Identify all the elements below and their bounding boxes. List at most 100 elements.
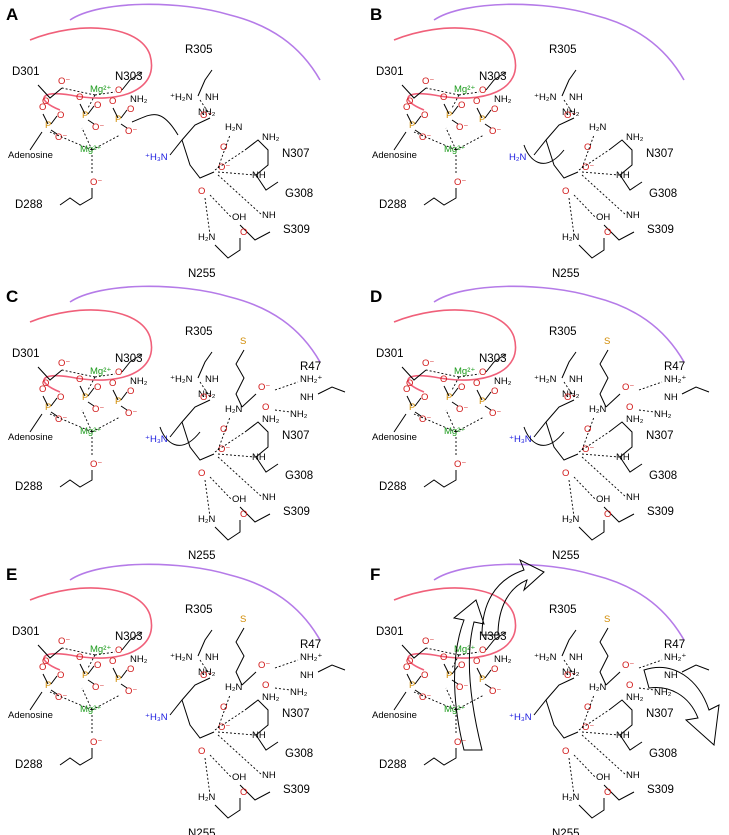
atom-o: O⁻ bbox=[218, 444, 230, 455]
atom-nh: NH bbox=[252, 730, 266, 741]
h-bond bbox=[581, 416, 595, 451]
residue-label-d301: D301 bbox=[12, 626, 40, 638]
mg-ion-upper: Mg²⁺ bbox=[454, 644, 475, 655]
bond bbox=[50, 115, 58, 125]
atom-o: O bbox=[220, 702, 227, 713]
atom-h2n: H₂N bbox=[562, 792, 580, 803]
atom-o: O bbox=[220, 424, 227, 435]
bond bbox=[87, 679, 95, 685]
atom-p: P bbox=[479, 396, 485, 407]
atom-nh: NH bbox=[569, 374, 583, 385]
atom-o: O bbox=[491, 386, 498, 397]
h-bond bbox=[638, 409, 655, 413]
atom-o: O⁻ bbox=[489, 408, 501, 419]
atom-o: O bbox=[115, 85, 122, 96]
atom-h2n: H₂N bbox=[225, 404, 243, 415]
coordination-bond bbox=[455, 694, 485, 711]
atom-nh: NH bbox=[616, 730, 630, 741]
panel-label: E bbox=[6, 565, 17, 584]
bond bbox=[485, 353, 507, 373]
atom-nh2: NH₂⁺ bbox=[664, 374, 686, 385]
bond bbox=[406, 113, 413, 125]
bond bbox=[244, 421, 279, 473]
bond bbox=[393, 131, 407, 151]
mg-ion-upper: Mg²⁺ bbox=[454, 84, 475, 95]
panel-label: D bbox=[370, 287, 382, 306]
coordination-bond bbox=[91, 694, 121, 711]
bond bbox=[401, 84, 427, 99]
atom-o: O⁻ bbox=[582, 722, 594, 733]
coordination-bond bbox=[425, 87, 460, 96]
bond bbox=[120, 683, 128, 689]
panel-label: C bbox=[6, 287, 18, 306]
bond bbox=[681, 664, 710, 673]
bond bbox=[414, 689, 422, 695]
atom-nh: NH bbox=[616, 452, 630, 463]
atom-o: O⁻ bbox=[564, 670, 576, 681]
atom-o: O bbox=[479, 85, 486, 96]
coordination-bond bbox=[445, 127, 457, 151]
atom-o: O⁻ bbox=[58, 636, 70, 647]
bond bbox=[181, 139, 215, 179]
residue-label-r305: R305 bbox=[185, 326, 213, 338]
residue-label-n303: N303 bbox=[479, 353, 507, 365]
bond bbox=[681, 386, 710, 395]
atom-nh2: NH₂⁺ bbox=[300, 652, 322, 663]
atom-o: O⁻ bbox=[456, 682, 468, 693]
atom-o: O⁻ bbox=[582, 444, 594, 455]
residue-label-d301: D301 bbox=[12, 66, 40, 78]
bond bbox=[214, 520, 241, 541]
atom-o: O bbox=[584, 142, 591, 153]
atom-o: O⁻ bbox=[422, 358, 434, 369]
residue-label-r305: R305 bbox=[185, 604, 213, 616]
h-bond bbox=[568, 197, 575, 236]
h-bond bbox=[581, 734, 627, 776]
bond bbox=[545, 139, 579, 179]
atom-nh: NH bbox=[569, 92, 583, 103]
residue-label-r305: R305 bbox=[185, 44, 213, 56]
atom-o: O bbox=[406, 96, 413, 107]
bond bbox=[443, 663, 450, 675]
atom-o: O⁻ bbox=[200, 110, 212, 121]
loop-purple bbox=[433, 285, 685, 363]
atom-o: O bbox=[262, 680, 269, 691]
release-arrow-red bbox=[452, 599, 485, 751]
atom-o: O⁻ bbox=[125, 686, 137, 697]
bond bbox=[603, 506, 635, 523]
atom-o: O bbox=[421, 110, 428, 121]
atom-p: P bbox=[45, 402, 51, 413]
atom-oh: OH bbox=[232, 772, 246, 783]
atom-nh: NH bbox=[626, 492, 640, 503]
atom-p: P bbox=[479, 674, 485, 685]
release-arrow-purple bbox=[481, 558, 545, 636]
bond bbox=[578, 520, 605, 541]
loop-purple bbox=[433, 3, 685, 81]
bond bbox=[197, 629, 213, 657]
h-bond bbox=[581, 134, 595, 169]
atom-nh2: NH₂ bbox=[562, 107, 580, 118]
atom-o: O bbox=[473, 656, 480, 667]
h-bond bbox=[217, 456, 263, 498]
atom-h2n: ⁺H₂N bbox=[170, 92, 193, 103]
atom-nh2: NH₂ bbox=[562, 667, 580, 678]
bond bbox=[239, 506, 271, 523]
residue-label-n303: N303 bbox=[479, 71, 507, 83]
bond bbox=[401, 366, 427, 381]
bond bbox=[401, 644, 427, 659]
coordination-bond bbox=[445, 409, 457, 433]
atom-nh: NH bbox=[626, 770, 640, 781]
atom-o: O bbox=[76, 92, 83, 103]
atom-o: O bbox=[562, 186, 569, 197]
atom-o: O bbox=[109, 378, 116, 389]
atom-p: P bbox=[82, 110, 88, 121]
bond bbox=[605, 671, 621, 686]
atom-o: O bbox=[76, 652, 83, 663]
atom-o: O bbox=[406, 378, 413, 389]
bond bbox=[533, 399, 575, 438]
atom-nh: NH bbox=[262, 210, 276, 221]
atom-h2n: ⁺H₂N bbox=[534, 374, 557, 385]
atom-nh2: NH₂ bbox=[494, 94, 512, 105]
bond bbox=[608, 139, 643, 191]
